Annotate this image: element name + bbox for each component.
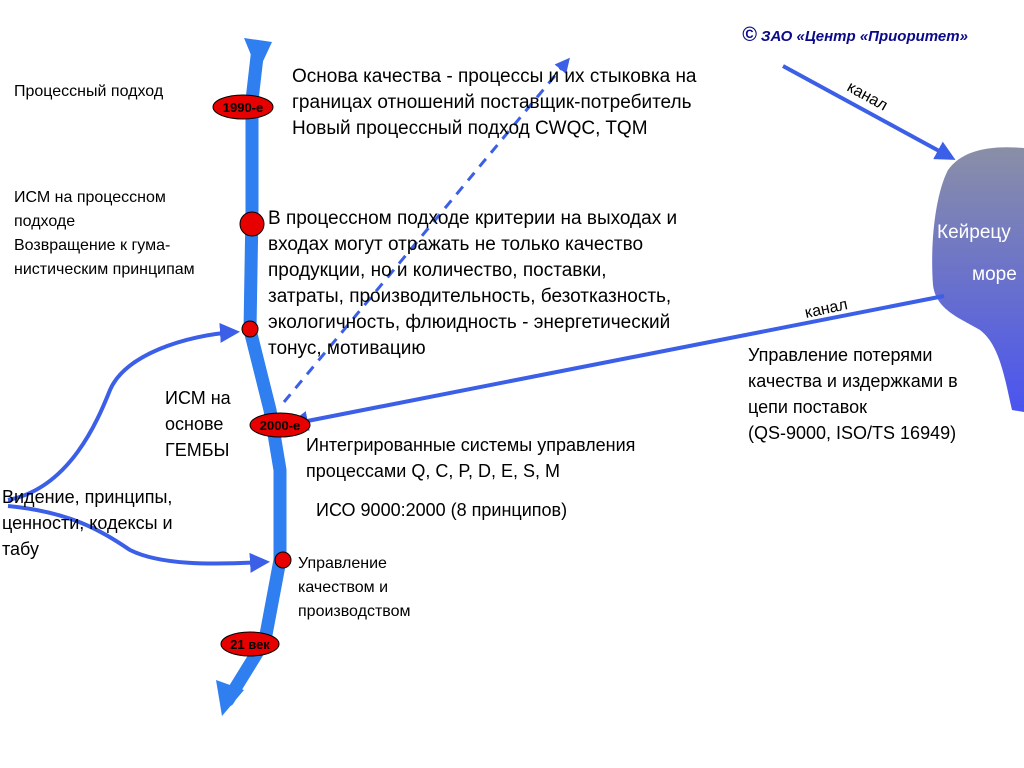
copyright-note: © ЗАО «Центр «Приоритет» [742, 24, 968, 47]
label-ism-gemba-line: основе [165, 414, 224, 434]
marker-circle-vision-upper [241, 320, 259, 338]
text-supply-chain-line: цепи поставок [748, 397, 867, 417]
label-ism-process-line: подходе [14, 213, 76, 230]
text-process-criteria: В процессном подходе критерии на выходах… [268, 206, 677, 362]
text-process-criteria-line: тонус, мотивацию [268, 338, 426, 359]
label-ism-gemba: ИСМ на основе ГЕМБЫ [165, 385, 231, 463]
sea-label-more: море [972, 264, 1017, 285]
timeline-arrow-top-head [244, 38, 272, 72]
text-quality-basis-line: границах отношений поставщик-потребитель [292, 92, 692, 113]
canal-arrow-top [782, 64, 956, 160]
label-process-approach: Процессный подход [14, 83, 164, 100]
text-integrated-systems: Интегрированные системы управления проце… [306, 432, 635, 484]
marker-2000-label: 2000-е [260, 418, 300, 433]
marker-21-century: 21 век [220, 631, 280, 657]
canal-label-top: канал [844, 79, 890, 115]
text-integrated-systems-line: Интегрированные системы управления [306, 435, 636, 455]
sea-label-keiretsu: Кейрецу [937, 222, 1011, 243]
label-ism-process: ИСМ на процессном подходе Возвращение к … [14, 186, 195, 282]
keiretsu-sea-shape [932, 147, 1024, 412]
label-vision: Видение, принципы, ценности, кодексы и т… [2, 484, 173, 562]
text-supply-chain-line: Управление потерями [748, 345, 933, 365]
text-quality-production-line: качеством и [298, 579, 389, 596]
marker-circle-ism [239, 211, 265, 237]
timeline-river [221, 41, 287, 707]
text-iso-9000: ИСО 9000:2000 (8 принципов) [316, 500, 568, 520]
label-ism-process-line: Возвращение к гума- [14, 237, 171, 254]
text-process-criteria-line: В процессном подходе критерии на выходах… [268, 208, 678, 229]
text-process-criteria-line: входах могут отражать не только качество [268, 234, 644, 255]
text-process-criteria-line: затраты, производительность, безотказнос… [268, 286, 672, 307]
copyright-text: ЗАО «Центр «Приоритет» [760, 28, 968, 45]
text-quality-production: Управление качеством и производством [298, 552, 410, 624]
text-integrated-systems-line: процессами Q, C, P, D, E, S, M [306, 461, 561, 481]
text-quality-production-line: производством [298, 603, 411, 620]
canal-arrow-bottom [288, 294, 945, 431]
text-quality-basis-line: Новый процессный подход CWQC, TQM [292, 118, 648, 139]
text-quality-basis: Основа качества - процессы и их стыковка… [292, 64, 697, 142]
marker-21-label: 21 век [230, 637, 270, 652]
text-supply-chain-line: качества и издержками в [748, 371, 958, 391]
label-vision-line: табу [2, 539, 39, 559]
label-ism-gemba-line: ГЕМБЫ [165, 440, 230, 460]
marker-1990-label: 1990-е [223, 100, 263, 115]
label-ism-process-line: ИСМ на процессном [14, 189, 166, 206]
copyright-symbol: © [742, 24, 757, 46]
label-ism-gemba-line: ИСМ на [165, 388, 231, 408]
label-ism-process-line: нистическим принципам [14, 261, 195, 278]
text-quality-basis-line: Основа качества - процессы и их стыковка… [292, 66, 697, 87]
vision-arrow-upper [7, 322, 240, 502]
text-supply-chain-line: (QS-9000, ISO/TS 16949) [748, 423, 957, 443]
text-supply-chain: Управление потерями качества и издержкам… [748, 342, 958, 446]
vision-arrow-lower [7, 504, 270, 573]
marker-1990: 1990-е [212, 94, 274, 120]
label-vision-line: Видение, принципы, [2, 487, 173, 507]
timeline-arrow-bottom-head [216, 680, 244, 716]
text-quality-production-line: Управление [298, 555, 387, 572]
label-vision-line: ценности, кодексы и [2, 513, 173, 533]
text-process-criteria-line: экологичность, флюидность - энергетическ… [268, 312, 671, 333]
marker-circle-vision-lower [274, 551, 292, 569]
marker-2000: 2000-е [249, 412, 311, 438]
dashed-link-arrow [282, 57, 570, 403]
text-process-criteria-line: продукции, но и количество, поставки, [268, 260, 607, 281]
